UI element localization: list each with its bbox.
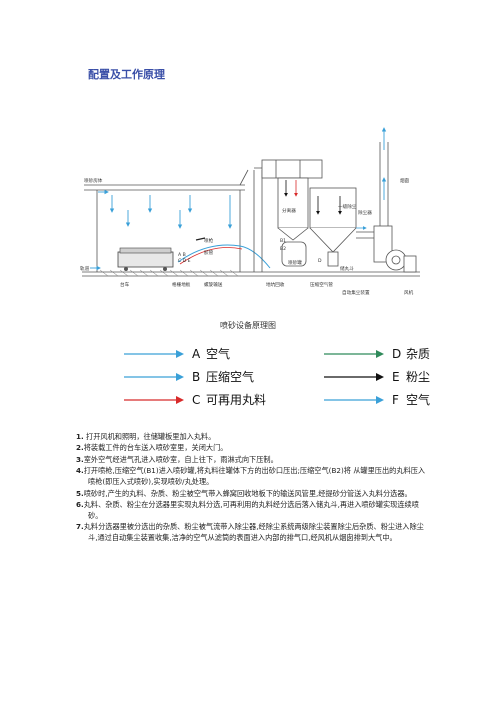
internal-flow-arrows (284, 180, 367, 230)
label-track: 轨道 (80, 265, 90, 272)
label-cart: 台车 (120, 281, 130, 288)
label-recovery-pit: 地坑回收 (266, 281, 285, 288)
return-duct (253, 159, 323, 272)
legend-text-b: 压缩空气 (206, 370, 255, 384)
legend-arrow-f (324, 396, 384, 404)
legend-text-e: 粉尘 (406, 370, 431, 384)
label-floor-grate: 格栅地板 (172, 281, 191, 288)
floor-grate (99, 269, 239, 277)
legend-text-a: 空气 (206, 347, 231, 361)
label-storage-hopper: 储丸斗 (340, 265, 354, 272)
legend-arrow-c (124, 396, 184, 404)
step-text: 室外空气经进气孔进入喷砂室，自上往下，雨淋式向下压制。 (83, 454, 278, 464)
step-item: 5.喷砂时,产生的丸料、杂质、粉尘被空气带入蜂窝回收地板下的输送风管里,经提砂分… (76, 489, 426, 500)
label-hose: 胶管 (204, 249, 214, 256)
step-item: 2.将装载工件的台车送入喷砂室里，关闭大门。 (76, 443, 426, 454)
label-separator: 分离器 (282, 207, 296, 214)
fan-and-chimney (356, 142, 417, 273)
label-cyclone: 一级除尘 (338, 203, 357, 210)
legend-item-e: E 粉尘 (324, 369, 464, 385)
legend-letter-c: C (192, 393, 201, 407)
label-compressed-air: 压缩空气管 (310, 281, 333, 288)
legend-letter-a: A (192, 347, 201, 361)
legend-item-d: D 杂质 (324, 346, 464, 362)
step-item: 7.丸料分选器里被分选出的杂质、粉尘被气流带入除尘器,经除尘系统两级除尘装置除尘… (76, 522, 426, 544)
legend-item-f: F 空气 (324, 392, 464, 408)
label-dust-collector: 除尘器 (358, 209, 372, 216)
separator-and-tank (277, 177, 357, 267)
label-blast-gun: 喷枪 (204, 237, 214, 244)
blast-room (82, 169, 420, 277)
step-text: 打开喷枪,压缩空气(B1)进入喷砂罐,将丸料往罐体下方的出砂口压出;压缩空气(B… (83, 466, 426, 487)
label-conveyor: 螺旋输送 (204, 281, 223, 288)
legend-letter-b: B (192, 370, 201, 384)
step-number: 7. (76, 522, 84, 532)
label-b1: B1 (280, 238, 286, 244)
step-number: 5. (76, 488, 84, 498)
step-text: 将装载工件的台车送入喷砂室里，关闭大门。 (83, 443, 228, 453)
air-flow-arrows (90, 189, 233, 271)
step-item: 4.打开喷枪,压缩空气(B1)进入喷砂罐,将丸料往罐体下方的出砂口压出;压缩空气… (76, 466, 426, 488)
diagram-caption: 喷砂设备原理图 (220, 321, 276, 330)
steps-list: 1. 打开风机和照明，往储罐板里加入丸料。 2.将装载工件的台车送入喷砂室里，关… (76, 432, 426, 545)
label-d: D (318, 258, 322, 264)
step-number: 3. (76, 454, 84, 464)
workpiece-cart (117, 247, 174, 271)
step-text: 丸料、杂质、粉尘在分选器里实现丸料分选,可再利用的丸料经分选后落入储丸斗,再进入… (83, 499, 419, 520)
legend-letter-d: D (392, 347, 402, 361)
step-text: 打开风机和照明，往储罐板里加入丸料。 (86, 432, 216, 441)
step-number: 1. (76, 432, 84, 441)
legend-item-c: C 可再用丸料 (124, 392, 324, 408)
step-text: 丸料分选器里被分选出的杂质、粉尘被气流带入除尘器,经除尘系统两级除尘装置除尘后杂… (83, 522, 424, 543)
label-chimney: 烟囱 (400, 177, 410, 184)
legend-arrow-d (324, 350, 384, 358)
label-sand-tank: 喷砂罐 (288, 259, 302, 266)
step-number: 2. (76, 443, 84, 453)
step-number: 4. (76, 466, 84, 476)
legend-text-f: 空气 (406, 393, 431, 407)
legend-text-d: 杂质 (406, 347, 431, 361)
legend-arrow-b (124, 373, 184, 381)
label-ab: A B (178, 252, 186, 258)
step-text: 喷砂时,产生的丸料、杂质、粉尘被空气带入蜂窝回收地板下的输送风管里,经提砂分管送… (83, 488, 412, 498)
legend-letter-e: E (392, 370, 400, 384)
legend-item-a: A 空气 (124, 346, 324, 362)
legend-letter-f: F (392, 393, 399, 407)
label-cde: C D E (178, 258, 191, 264)
legend-text-c: 可再用丸料 (206, 393, 267, 407)
legend-item-b: B 压缩空气 (124, 369, 324, 385)
step-item: 3.室外空气经进气孔进入喷砂室，自上往下，雨淋式向下压制。 (76, 455, 426, 466)
legend-arrow-a (124, 350, 184, 358)
step-item: 6.丸料、杂质、粉尘在分选器里实现丸料分选,可再利用的丸料经分选后落入储丸斗,再… (76, 500, 426, 522)
step-item: 1. 打开风机和照明，往储罐板里加入丸料。 (76, 432, 426, 443)
doc-title: 配置及工作原理 (88, 68, 165, 81)
label-auto-dust: 自动集尘装置 (342, 289, 370, 296)
label-blast-room: 喷砂房体 (84, 177, 103, 184)
step-number: 6. (76, 499, 84, 509)
label-fan: 风机 (404, 289, 414, 296)
blasting-principle-diagram: 喷砂房体 喷枪 胶管 轨道 A B C D E 台车 格栅地板 螺旋输送 地坑回… (80, 127, 420, 296)
label-b2: B2 (280, 246, 286, 252)
blast-hose (177, 237, 271, 269)
legend-arrow-e (324, 373, 384, 381)
